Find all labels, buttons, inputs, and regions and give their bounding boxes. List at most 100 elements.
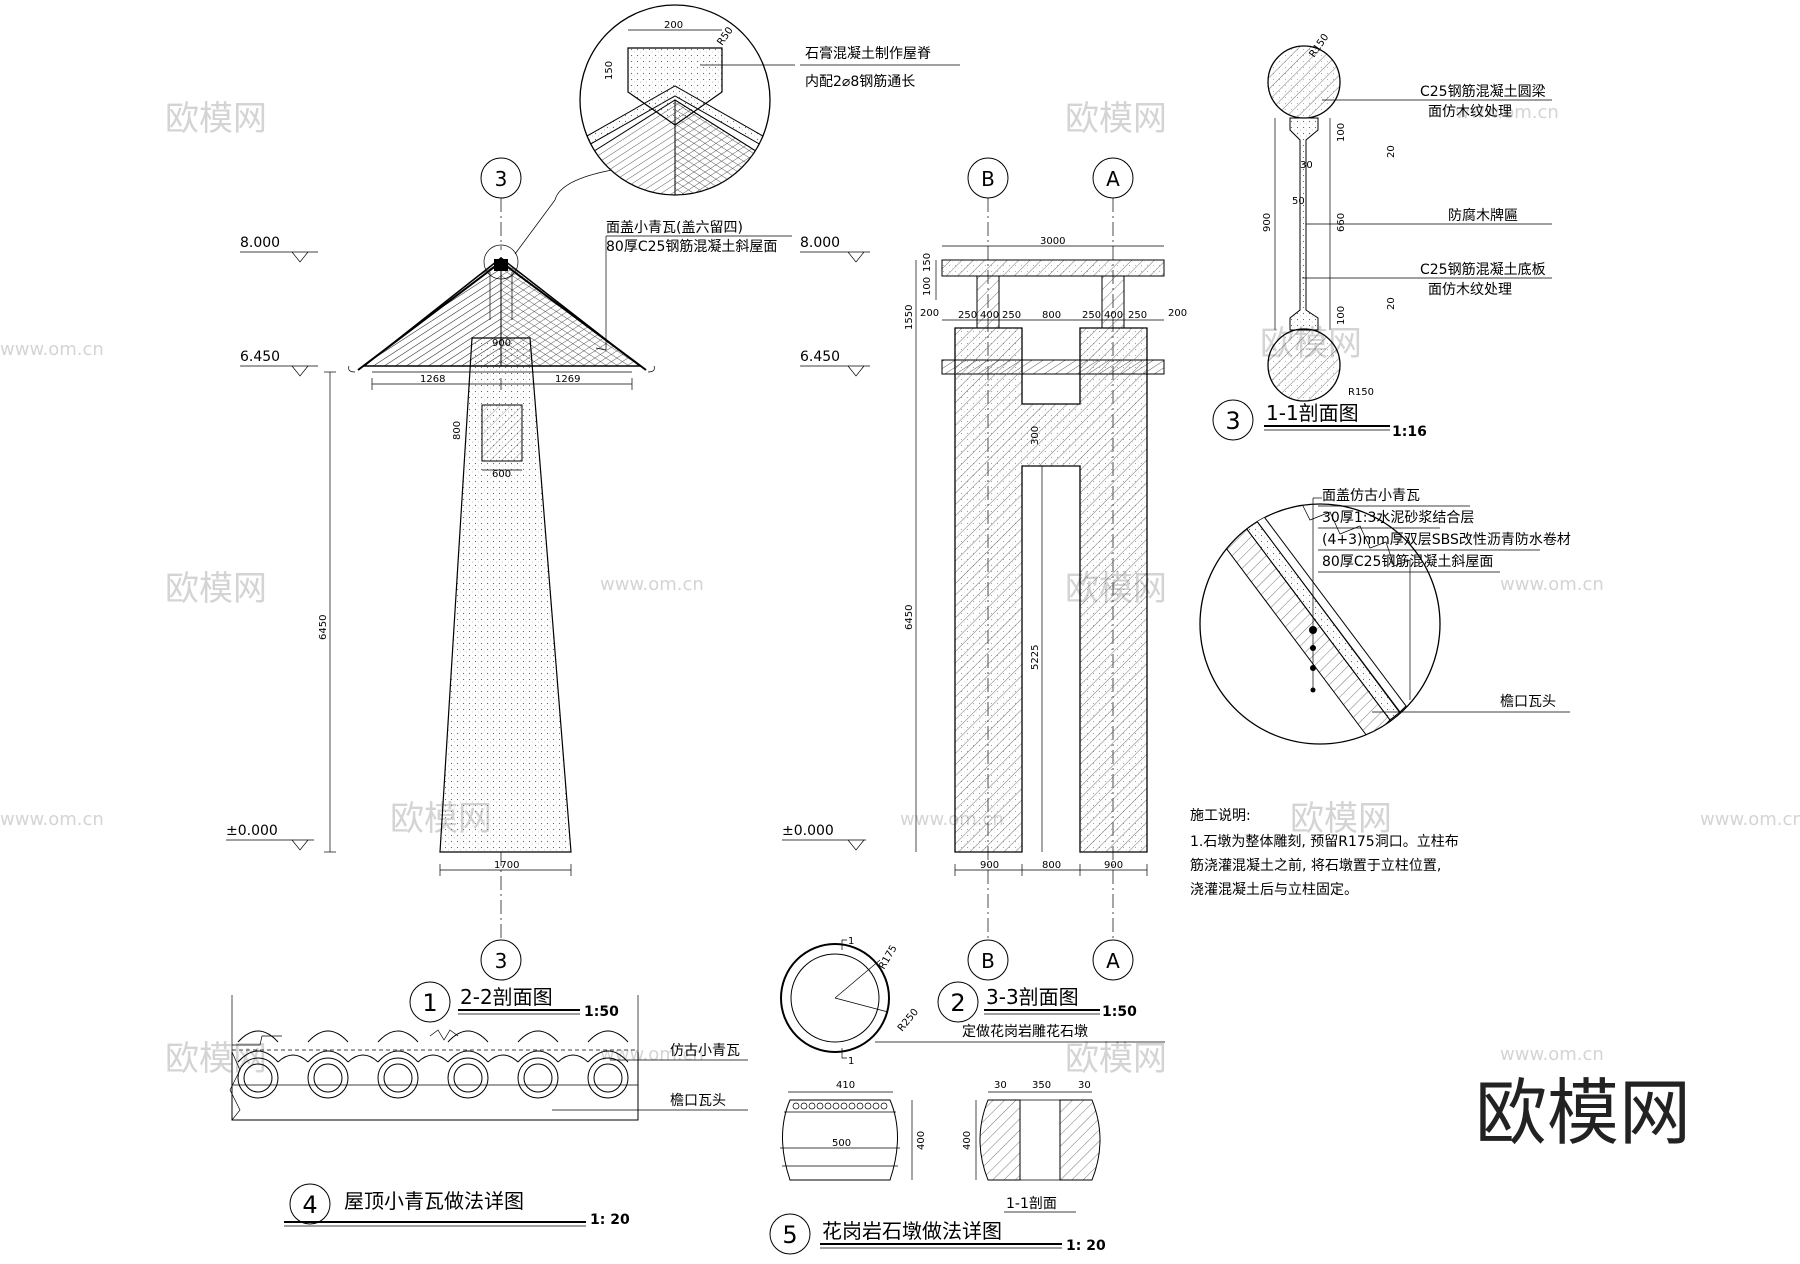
dim-top-width: 900 (492, 338, 511, 349)
dim-seg-5: 400 (1104, 310, 1123, 321)
dim-beam-h1: 150 (922, 253, 933, 272)
v3-dim-50: 50 (1292, 196, 1305, 207)
brand-logo: 欧模网 (1475, 1071, 1691, 1155)
pier-r2: R250 (896, 1007, 921, 1034)
v3-note-4: 面仿木纹处理 (1428, 282, 1512, 298)
view5-number-circle (769, 1213, 811, 1255)
view1-number-circle (409, 981, 451, 1023)
dim-seg-2: 250 (1002, 310, 1021, 321)
dim-height: 6450 (318, 615, 329, 640)
view5-pier-detail: R175 R250 1 1 定做花岗岩雕花石墩 410 500 400 30 3… (769, 936, 1165, 1255)
pier-section-left (979, 1099, 1021, 1181)
view2-title: 3-3剖面图 (986, 985, 1079, 1009)
pier-dim-top: 410 (836, 1080, 855, 1091)
v3-note-1: 面仿木纹处理 (1428, 104, 1512, 120)
view4-title: 屋顶小青瓦做法详图 (344, 1189, 524, 1213)
dim-inner-h: 5225 (1030, 645, 1041, 670)
view2-number: 2 (950, 989, 965, 1017)
view4-label-tile: 仿古小青瓦 (670, 1043, 740, 1059)
view1-number: 1 (422, 989, 437, 1017)
watermark-url: www.om.cn (1700, 809, 1800, 830)
pier-sec-a: 30 (994, 1080, 1007, 1091)
v3-dim-top-a: 100 (1336, 123, 1347, 142)
pier-sec-b: 350 (1032, 1080, 1051, 1091)
level-eave-2: 6.450 (800, 349, 840, 365)
grid-marker-3-top-label: 3 (495, 167, 508, 191)
roof-layer-3: 80厚C25钢筋混凝土斜屋面 (1322, 553, 1493, 570)
pier-elevation (782, 1099, 898, 1181)
grid-marker-3-bottom-label: 3 (495, 949, 508, 973)
watermark-url: www.om.cn (1500, 574, 1604, 595)
pier-section-title: 1-1剖面 (1006, 1196, 1057, 1212)
watermark-brand: 欧模网 (1290, 799, 1392, 839)
dim-seg-4: 250 (1082, 310, 1101, 321)
view1-section: 3 1268 1269 900 600 800 6450 (318, 157, 792, 1023)
pier-cut-top: 1 (848, 936, 854, 947)
tile-row (229, 1030, 639, 1121)
watermark-brand: 欧模网 (1065, 1039, 1167, 1079)
ridge-cap (494, 259, 508, 271)
view4-scale: 1: 20 (590, 1212, 630, 1228)
view5-label: 定做花岗岩雕花石墩 (962, 1024, 1088, 1040)
roof-layer-1: 30厚1:3水泥砂浆结合层 (1322, 510, 1474, 526)
roof-eave-label: 檐口瓦头 (1500, 694, 1556, 710)
pier-r1: R175 (877, 943, 900, 971)
pier-section-right (1059, 1099, 1101, 1181)
pier-sec-c: 30 (1078, 1080, 1091, 1091)
view3-scale: 1:16 (1392, 424, 1427, 440)
watermark-url: www.om.cn (1500, 1044, 1604, 1065)
watermark-brand: 欧模网 (165, 1039, 267, 1079)
view3-section: R150 R150 900 100 20 660 100 20 30 50 C2… (1212, 32, 1552, 441)
dim-panel-w: 600 (492, 469, 511, 480)
note-roof-tile: 面盖小青瓦(盖六留四) (606, 220, 743, 236)
watermark-url: www.om.cn (1455, 102, 1559, 123)
dim-beam-mid: 300 (1030, 426, 1041, 445)
level-top: 8.000 (240, 235, 280, 251)
v3-dim-bot-b: 20 (1386, 297, 1397, 310)
view2-scale: 1:50 (1102, 1004, 1137, 1020)
dim-seg-6: 250 (1128, 310, 1147, 321)
view4-tile-detail: 仿古小青瓦 檐口瓦头 4 屋顶小青瓦做法详图 1: 20 (229, 995, 748, 1228)
column-body (439, 337, 572, 853)
construction-notes: 施工说明: 1.石墩为整体雕刻, 预留R175洞口。立柱布 筋浇灌混凝土之前, … (1190, 808, 1459, 898)
v3-dim-top-b: 20 (1386, 145, 1397, 158)
view5-number: 5 (782, 1221, 797, 1249)
pier-dim-height: 400 (916, 1131, 927, 1150)
pier-sec-h: 400 (962, 1131, 973, 1150)
grid-marker-a-bottom-label: A (1106, 949, 1120, 973)
dim-base-width: 1700 (494, 860, 519, 871)
view1-title: 2-2剖面图 (460, 985, 553, 1009)
level-top-2: 8.000 (800, 235, 840, 251)
notes-line-1: 筋浇灌混凝土之前, 将石墩置于立柱位置, (1190, 857, 1441, 874)
ridge-detail: 200 150 R50 石膏混凝土制作屋脊 内配2⌀8钢筋通长 (514, 4, 960, 255)
v3-r-bottom: R150 (1348, 387, 1374, 398)
view2-number-circle (937, 981, 979, 1023)
watermark-url: www.om.cn (0, 809, 104, 830)
view5-title: 花岗岩石墩做法详图 (822, 1219, 1002, 1243)
v3-note-0: C25钢筋混凝土圆梁 (1420, 83, 1546, 100)
level-marks-view1: 8.000 6.450 ±0.000 (226, 235, 318, 851)
dim-bottom-0: 900 (980, 860, 999, 871)
level-eave: 6.450 (240, 349, 280, 365)
dim-bottom-1: 800 (1042, 860, 1061, 871)
dim-side-left: 200 (920, 308, 939, 319)
v3-dim-30: 30 (1300, 160, 1313, 171)
level-ground-2: ±0.000 (782, 823, 834, 839)
dim-bottom-2: 900 (1104, 860, 1123, 871)
dim-height-2: 6450 (904, 605, 915, 630)
view4-label-eave: 檐口瓦头 (670, 1093, 726, 1109)
roof-layer-0: 面盖仿古小青瓦 (1322, 488, 1420, 504)
notes-line-0: 1.石墩为整体雕刻, 预留R175洞口。立柱布 (1190, 834, 1459, 850)
view3-number: 3 (1225, 407, 1240, 435)
grid-marker-b-bottom (967, 939, 1009, 981)
grid-marker-a-bottom (1092, 939, 1134, 981)
dim-seg-0: 250 (958, 310, 977, 321)
grid-marker-b-bottom-label: B (981, 949, 995, 973)
view4-number: 4 (302, 1191, 317, 1219)
ridge-note-1: 石膏混凝土制作屋脊 (805, 45, 931, 62)
dim-beam-h2: 100 (922, 277, 933, 296)
watermark-url: www.om.cn (600, 574, 704, 595)
grid-marker-3-bottom (480, 939, 522, 981)
note-roof-slab: 80厚C25钢筋混凝土斜屋面 (606, 238, 777, 255)
